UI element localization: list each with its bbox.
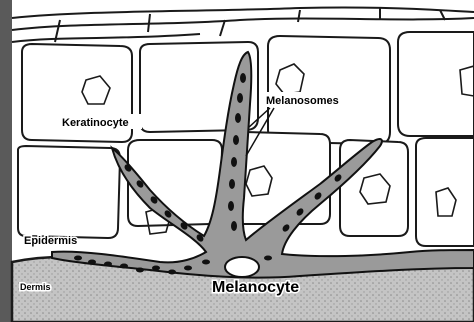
melanosomes-label: Melanosomes bbox=[266, 95, 339, 107]
epidermis-label: Epidermis bbox=[24, 235, 77, 247]
melanocyte-nucleus bbox=[225, 257, 259, 277]
left-edge-strip bbox=[0, 0, 12, 322]
keratinocyte-label: Keratinocyte bbox=[62, 117, 129, 129]
melanocyte-label: Melanocyte bbox=[212, 279, 299, 296]
dermis-label: Dermis bbox=[20, 282, 51, 292]
